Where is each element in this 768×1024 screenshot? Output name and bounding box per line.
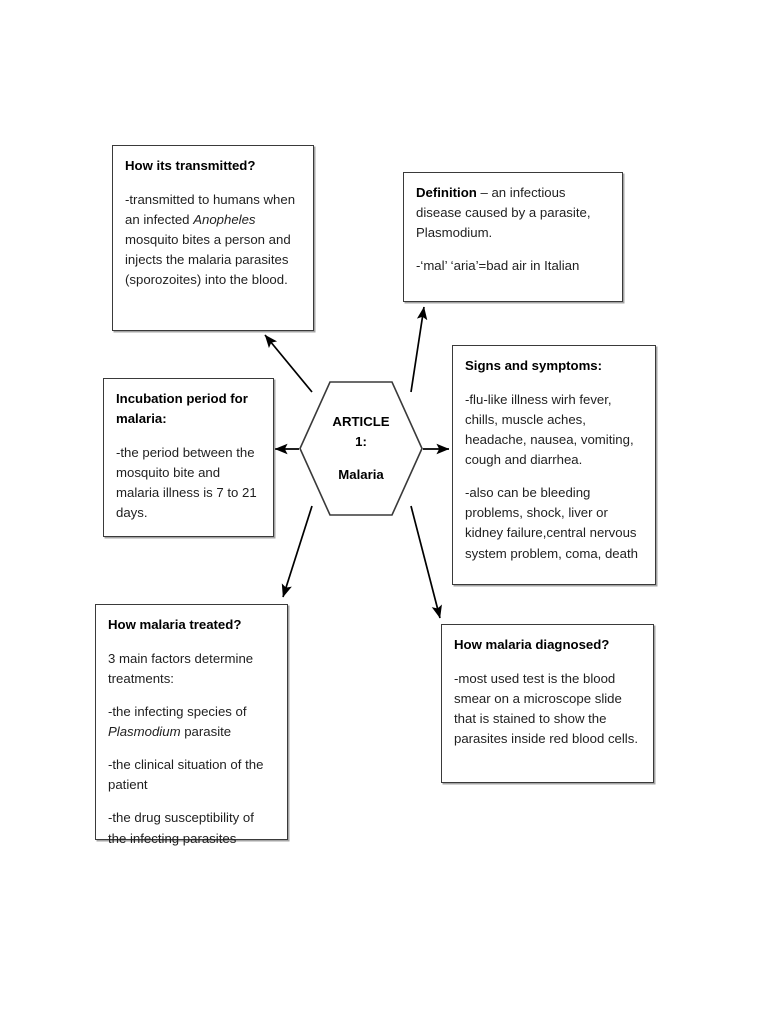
connector-center-to-definition xyxy=(410,306,428,393)
node-diagnosed-body: -most used test is the blood smear on a … xyxy=(454,671,638,747)
node-definition-line1: Definition – an infectious disease cause… xyxy=(416,183,610,243)
node-treated-body-4: -the drug susceptibility of the infectin… xyxy=(108,810,254,846)
node-definition[interactable]: Definition – an infectious disease cause… xyxy=(403,172,623,302)
node-diagnosed-heading: How malaria diagnosed? xyxy=(454,637,610,652)
node-signs-and-symptoms[interactable]: Signs and symptoms: -flu-like illness wi… xyxy=(452,345,656,585)
node-incubation-period[interactable]: Incubation period for malaria: -the peri… xyxy=(103,378,274,537)
connector-center-to-treated xyxy=(281,505,313,598)
node-treated-body-2-italic: Plasmodium xyxy=(108,724,181,740)
node-treated-heading: How malaria treated? xyxy=(108,617,242,632)
center-node-malaria[interactable]: ARTICLE 1: Malaria xyxy=(299,381,423,516)
node-treated-body-3: -the clinical situation of the patient xyxy=(108,757,264,793)
center-node-label: ARTICLE 1: Malaria xyxy=(299,381,423,516)
node-signs-body-2: -also can be bleeding problems, shock, l… xyxy=(465,485,638,561)
node-how-its-transmitted[interactable]: How its transmitted? -transmitted to hum… xyxy=(112,145,314,331)
node-definition-heading-rest: – an infectious disease caused by a para… xyxy=(416,185,591,241)
node-treated-body-1: 3 main factors determine treatments: xyxy=(108,651,254,687)
node-transmitted-body: -transmitted to humans when an infected … xyxy=(125,190,301,290)
node-treated-body-2-pre: -the infecting species of xyxy=(108,704,247,720)
center-line-1: ARTICLE xyxy=(332,413,390,429)
center-line-2: 1: xyxy=(355,434,367,450)
center-line-3: Malaria xyxy=(338,466,384,482)
node-definition-heading: Definition xyxy=(416,185,477,200)
node-treated-body-2-post: parasite xyxy=(180,724,232,740)
node-definition-etymology: -‘mal’ ‘aria’=bad air in Italian xyxy=(416,258,580,274)
node-incubation-body: -the period between the mosquito bite an… xyxy=(116,445,257,521)
node-treated-body-2: -the infecting species of Plasmodium par… xyxy=(108,702,275,742)
node-incubation-heading: Incubation period for malaria: xyxy=(116,391,248,427)
hexagon-shape xyxy=(299,381,423,516)
node-how-malaria-treated[interactable]: How malaria treated? 3 main factors dete… xyxy=(95,604,288,846)
node-signs-heading: Signs and symptoms: xyxy=(465,358,603,373)
node-transmitted-body-post: mosquito bites a person and injects the … xyxy=(125,232,291,288)
node-transmitted-heading: How its transmitted? xyxy=(125,158,256,173)
node-how-malaria-diagnosed[interactable]: How malaria diagnosed? -most used test i… xyxy=(441,624,654,783)
connector-center-to-diagnosed xyxy=(410,505,442,619)
node-transmitted-body-italic: Anopheles xyxy=(193,212,256,228)
node-signs-body-1: -flu-like illness wirh fever, chills, mu… xyxy=(465,392,634,468)
node-transmitted-body-pre: -transmitted to humans when an infected xyxy=(125,192,296,228)
